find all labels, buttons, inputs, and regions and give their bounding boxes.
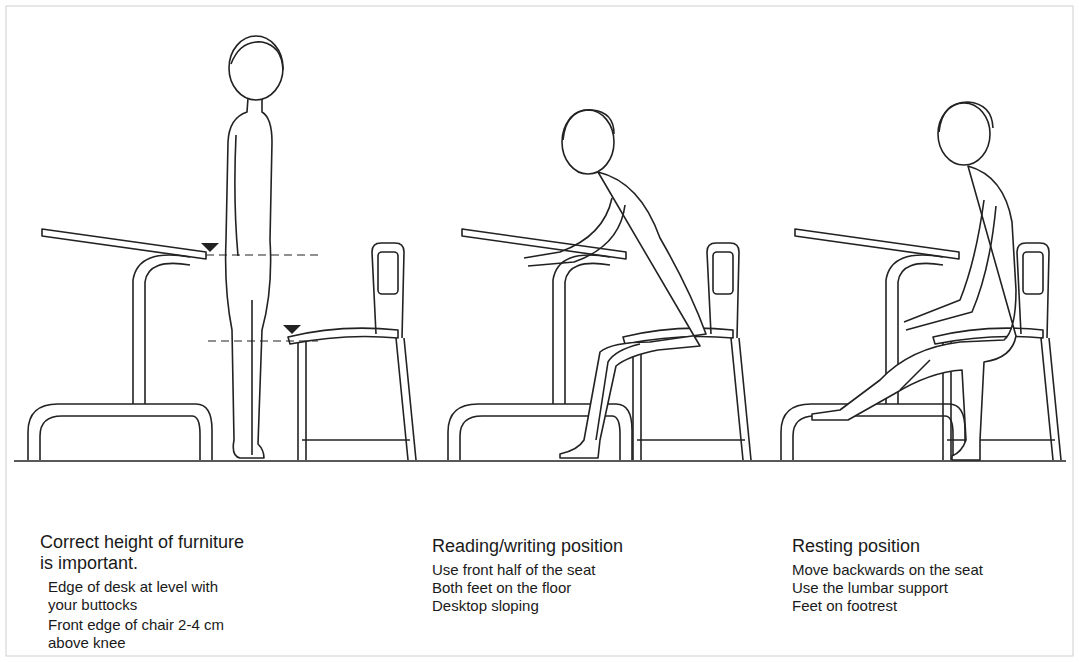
instruction-text: Front edge of chair 2-4 cm above knee <box>48 616 248 652</box>
height-line <box>206 255 318 341</box>
resting-figure <box>812 102 1016 460</box>
panel-heading: Reading/writing position <box>432 536 623 557</box>
instruction-text: Edge of desk at level with your buttocks <box>48 578 248 614</box>
instruction-text: Desktop sloping <box>432 597 539 615</box>
chair <box>288 243 416 460</box>
panel-heading: Correct height of furniture is important… <box>40 532 245 574</box>
instruction-text: Use front half of the seat <box>432 561 595 579</box>
desk <box>781 229 965 460</box>
desk <box>28 229 212 460</box>
desk <box>448 229 632 460</box>
level-marker <box>201 243 219 252</box>
instruction-text: Feet on footrest <box>792 597 897 615</box>
panel-heading: Resting position <box>792 536 920 557</box>
instruction-text: Both feet on the floor <box>432 579 571 597</box>
instruction-text: Move backwards on the seat <box>792 561 983 579</box>
level-marker <box>283 325 301 334</box>
standing-figure <box>226 36 283 458</box>
instruction-text: Use the lumbar support <box>792 579 948 597</box>
writing-figure <box>524 110 706 458</box>
